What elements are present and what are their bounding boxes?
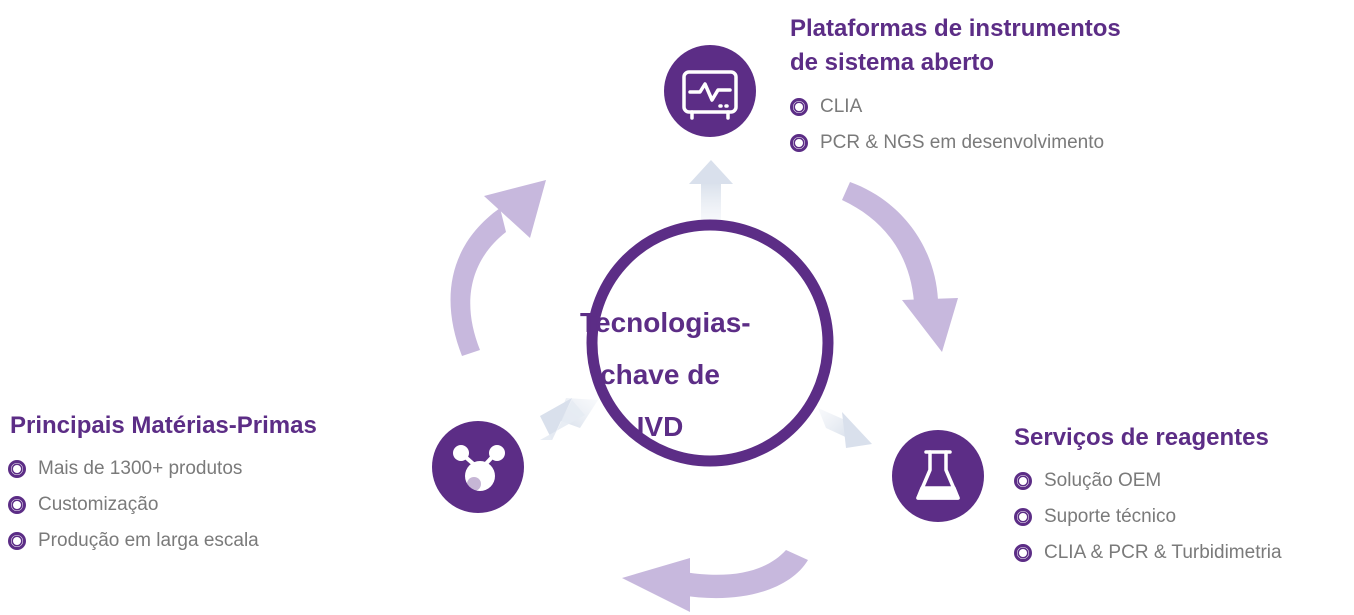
center-circle — [586, 219, 834, 467]
list-item-label: CLIA — [820, 96, 863, 117]
spoke-arrow-right — [818, 408, 872, 448]
list-item-label: CLIA & PCR & Turbidimetria — [1044, 542, 1282, 563]
list-item: PCR & NGS em desenvolvimento — [790, 125, 1104, 161]
list-item: Produção em larga escala — [8, 523, 259, 559]
cycle-arrow-upper-right — [842, 182, 958, 352]
top-node-title-line2: de sistema aberto — [790, 49, 995, 76]
left-node-title: Principais Matérias-Primas — [10, 412, 317, 439]
center-title: Tecnologias- chave de IVD — [580, 297, 751, 453]
cycle-arrow-bottom — [622, 550, 808, 612]
ring-bullet-icon — [1014, 508, 1032, 526]
cycle-arrow-upper-left — [450, 180, 546, 356]
right-node-title: Serviços de reagentes — [1014, 424, 1269, 451]
list-item: Mais de 1300+ produtos — [8, 451, 259, 487]
list-item-label: Produção em larga escala — [38, 530, 259, 551]
top-node-title-line1: Plataformas de instrumentos — [790, 15, 1121, 42]
center-title-line2: chave de IVD — [600, 359, 720, 442]
left-node-list: Mais de 1300+ produtos Customização Prod… — [8, 451, 259, 559]
list-item-label: Mais de 1300+ produtos — [38, 458, 243, 479]
ring-bullet-icon — [1014, 544, 1032, 562]
list-item: Solução OEM — [1014, 463, 1282, 499]
list-item: Suporte técnico — [1014, 499, 1282, 535]
center-title-line1: Tecnologias- — [580, 307, 751, 338]
ring-bullet-icon — [8, 496, 26, 514]
ring-bullet-icon — [1014, 472, 1032, 490]
list-item-label: Suporte técnico — [1044, 506, 1177, 527]
right-node-list: Solução OEM Suporte técnico CLIA & PCR &… — [1014, 463, 1282, 571]
ring-bullet-icon — [790, 134, 808, 152]
monitor-icon — [682, 70, 738, 120]
top-node-title: Plataformas de instrumentos de sistema a… — [790, 12, 1121, 80]
list-item-label: Customização — [38, 494, 159, 515]
list-item: CLIA — [790, 89, 1104, 125]
spoke-arrow-left — [540, 398, 598, 440]
list-item: Customização — [8, 487, 259, 523]
molecule-icon — [453, 445, 505, 491]
flask-icon — [916, 450, 960, 500]
right-node — [892, 430, 984, 522]
ring-bullet-icon — [8, 460, 26, 478]
top-node — [664, 45, 756, 137]
left-node — [432, 421, 524, 513]
list-item-label: Solução OEM — [1044, 470, 1162, 491]
top-node-list: CLIA PCR & NGS em desenvolvimento — [790, 89, 1104, 161]
ring-bullet-icon — [790, 98, 808, 116]
list-item: CLIA & PCR & Turbidimetria — [1014, 535, 1282, 571]
spoke-arrow-up — [689, 160, 733, 224]
list-item-label: PCR & NGS em desenvolvimento — [820, 132, 1105, 153]
ring-bullet-icon — [8, 532, 26, 550]
